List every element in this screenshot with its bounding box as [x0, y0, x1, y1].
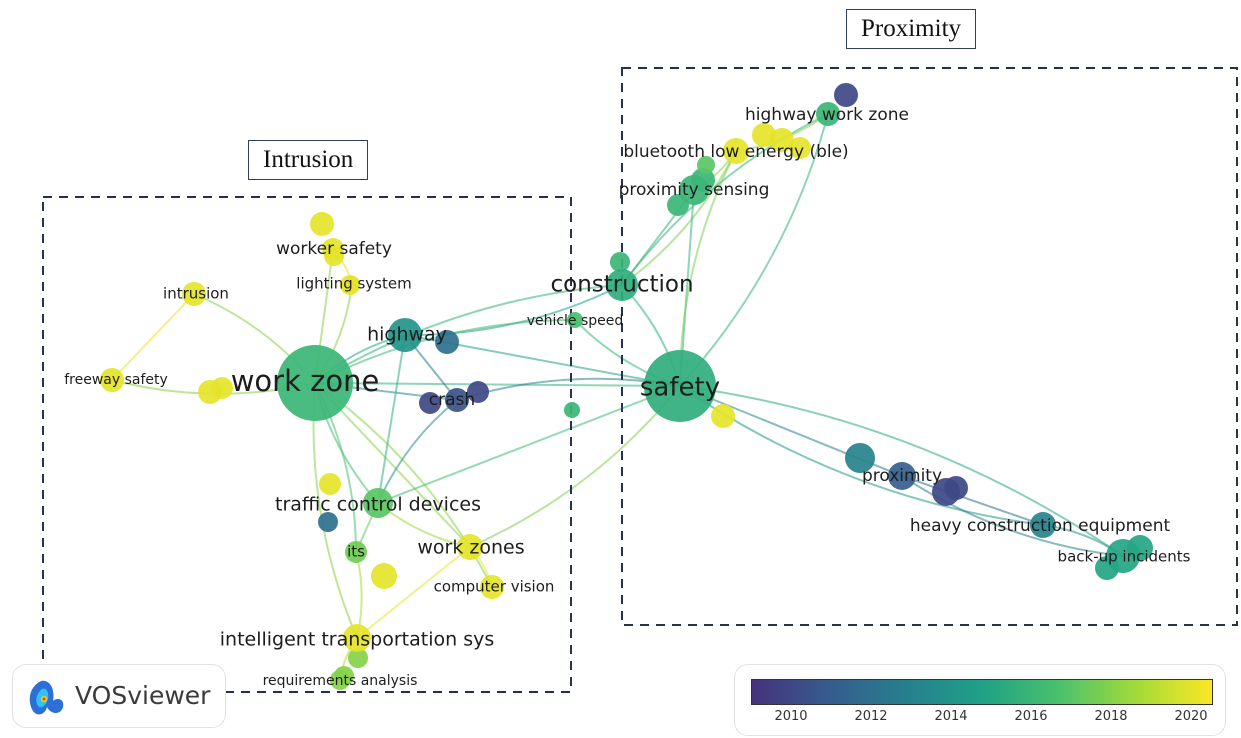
label-traffic-control-devices: traffic control devices	[275, 494, 481, 516]
colorbar-tick-label: 2020	[1174, 709, 1208, 724]
vosviewer-logo-text: VOSviewer	[75, 681, 211, 710]
edge-safety--highway-work-zone	[679, 113, 829, 387]
node-highway[interactable]	[388, 318, 422, 352]
proximity-frame	[621, 67, 1238, 626]
label-vehicle-speed: vehicle speed	[527, 313, 624, 329]
satellite-node	[211, 377, 233, 399]
satellite-node	[770, 128, 794, 152]
label-its: its	[347, 543, 365, 561]
label-computer-vision: computer vision	[434, 578, 555, 596]
node-work-zones[interactable]	[457, 534, 483, 560]
label-bluetooth-low-energy-ble: bluetooth low energy (ble)	[623, 142, 848, 162]
node-crash[interactable]	[445, 388, 469, 412]
node-highway-work-zone[interactable]	[816, 102, 840, 126]
colorbar-tick-label: 2014	[934, 709, 968, 724]
node-proximity[interactable]	[888, 462, 916, 490]
label-worker-safety: worker safety	[276, 239, 392, 259]
satellite-node	[435, 330, 459, 354]
label-work-zone: work zone	[231, 364, 380, 398]
label-safety: safety	[640, 373, 720, 403]
label-intelligent-transportation-sys: intelligent transportation sys	[220, 629, 495, 651]
label-freeway-safety: freeway safety	[64, 372, 168, 388]
satellite-node	[610, 252, 630, 272]
edge-construction--highway-work-zone	[621, 113, 829, 286]
colorbar-gradient	[751, 679, 1213, 705]
label-intrusion: intrusion	[163, 285, 229, 303]
satellite-node	[419, 392, 441, 414]
label-proximity: proximity	[862, 466, 942, 486]
node-worker-safety[interactable]	[322, 238, 344, 260]
label-highway-work-zone: highway work zone	[745, 105, 909, 125]
intrusion-frame	[42, 196, 572, 693]
node-proximity-sensing[interactable]	[679, 175, 709, 205]
node-vehicle-speed[interactable]	[567, 312, 583, 328]
node-safety[interactable]	[644, 350, 716, 422]
vosviewer-logo-icon	[29, 680, 64, 715]
satellite-node	[944, 476, 968, 500]
satellite-node	[467, 381, 489, 403]
edge-work-zone--construction	[314, 284, 623, 384]
label-requirements-analysis: requirements analysis	[263, 673, 418, 689]
label-work-zones: work zones	[417, 537, 524, 559]
label-construction: construction	[550, 272, 693, 298]
intrusion-box-title: Intrusion	[248, 140, 369, 180]
satellite-node	[348, 648, 368, 668]
edge-proximity--heavy-construction-equipment	[901, 475, 1044, 526]
edge-construction--bluetooth-low-energy-ble-	[621, 150, 737, 286]
edge-traffic-control-devices--safety	[377, 385, 681, 504]
satellite-node	[371, 563, 397, 589]
edge-safety--back-up-incidents	[679, 385, 1124, 557]
colorbar-tick-label: 2010	[774, 709, 808, 724]
colorbar-tick-label: 2012	[854, 709, 888, 724]
satellite-node	[834, 83, 858, 107]
cluster-frames	[42, 67, 1238, 693]
node-back-up-incidents[interactable]	[1106, 539, 1140, 573]
edge-highway--traffic-control-devices	[377, 334, 406, 504]
satellite-node	[711, 404, 735, 428]
label-heavy-construction-equipment: heavy construction equipment	[910, 516, 1171, 536]
label-crash: crash	[429, 390, 475, 410]
node-freeway-safety[interactable]	[100, 368, 124, 392]
label-highway: highway	[367, 324, 447, 346]
edge-work-zone--safety	[314, 382, 681, 387]
satellite-node	[319, 473, 341, 495]
network-labels: work zone safety construction highway crash v…	[64, 105, 1190, 689]
node-bluetooth-low-energy-ble[interactable]	[723, 138, 749, 164]
satellite-node	[752, 123, 776, 147]
satellite-node	[318, 512, 338, 532]
edge-work-zones--intelligent-transportation-sys	[356, 546, 471, 639]
colorbar-tick-label: 2018	[1094, 709, 1128, 724]
edge-proximity--back-up-incidents	[901, 475, 1124, 557]
node-heavy-construction-equipment[interactable]	[1030, 512, 1056, 538]
colorbar-tick-label: 2016	[1014, 709, 1048, 724]
node-lighting-system[interactable]	[344, 276, 360, 292]
node-work-zone[interactable]	[277, 345, 353, 421]
node-construction[interactable]	[606, 269, 638, 301]
satellite-node	[697, 156, 715, 174]
edge-intrusion--freeway-safety	[111, 293, 195, 381]
satellite-node	[310, 212, 334, 236]
node-its[interactable]	[345, 541, 367, 563]
satellite-node	[845, 443, 875, 473]
label-proximity-sensing: proximity sensing	[619, 180, 770, 200]
satellite-node	[564, 402, 580, 418]
node-intelligent-transportation-sys[interactable]	[343, 624, 371, 652]
node-computer-vision[interactable]	[480, 575, 504, 599]
node-intrusion[interactable]	[182, 282, 206, 306]
satellite-node	[789, 137, 811, 159]
vosviewer-logo[interactable]: VOSviewer	[12, 664, 226, 728]
year-colorbar-legend: 2010 2012 2014 2016 2018 2020	[734, 664, 1226, 736]
label-lighting-system: lighting system	[296, 275, 411, 293]
network-nodes	[100, 83, 1153, 690]
proximity-box-title: Proximity	[846, 9, 977, 49]
node-requirements-analysis[interactable]	[330, 670, 350, 690]
label-back-up-incidents: back-up incidents	[1058, 548, 1191, 566]
node-traffic-control-devices[interactable]	[363, 488, 393, 518]
